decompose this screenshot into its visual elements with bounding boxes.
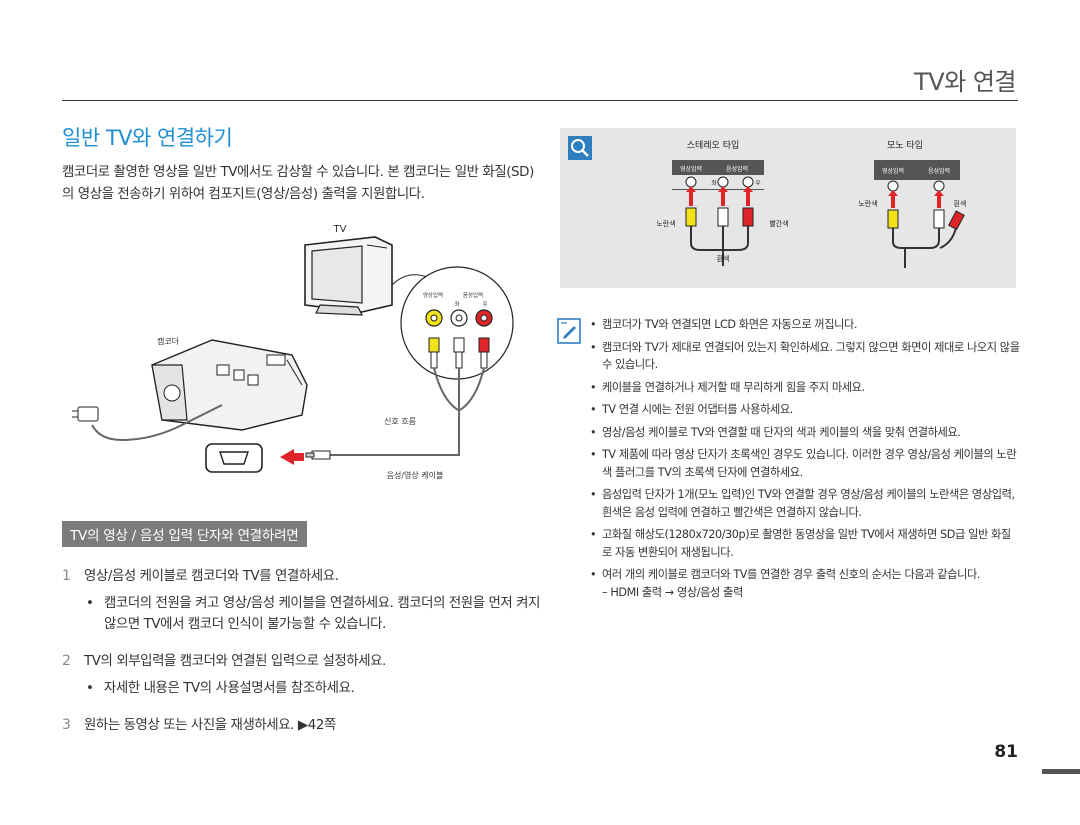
power-adapter-icon [72,406,99,422]
mono-video-label: 영상입력 [882,167,904,175]
step-text: TV의 외부입력을 캠코더와 연결된 입력으로 설정하세요. [84,654,386,669]
camcorder-label: 캠코더 [157,336,179,346]
note-item: 음성입력 단자가 1개(모노 입력)인 TV와 연결할 경우 영상/음성 케이블… [590,486,1020,521]
step-number: 1 [62,568,71,584]
camcorder-illustration [151,339,308,431]
step-text: 원하는 동영상 또는 사진을 재생하세요. ▶42쪽 [84,718,336,733]
cable-label: 음성/영상 케이블 [387,470,444,480]
note-item: 케이블을 연결하거나 제거할 때 무리하게 힘을 주지 마세요. [590,379,1020,397]
signal-flow-label: 신호 흐름 [384,417,416,426]
page-number: 81 [994,742,1018,762]
note-item: 영상/음성 케이블로 TV와 연결할 때 단자의 색과 케이블의 색을 맞춰 연… [590,424,1020,442]
step-2: 2 TV의 외부입력을 캠코더와 연결된 입력으로 설정하세요. [62,651,540,672]
chapter-title: TV와 연결 [914,68,1016,96]
port-label-audio: 음성입력 [463,291,483,299]
step-1: 1 영상/음성 케이블로 캠코더와 TV를 연결하세요. [62,566,540,587]
mono-audio-label: 음성입력 [928,167,950,175]
stereo-mono-diagram: 스테레오 타입 영상입력 음성입력 좌 우 노란색 빨간색 흰색 모노 타입 영… [568,136,967,268]
note-item: TV 연결 시에는 전원 어댑터를 사용하세요. [590,401,1020,419]
sub-heading: TV의 영상 / 음성 입력 단자와 연결하려면 [62,521,307,547]
step-number: 2 [62,653,71,669]
note-box: 스테레오 타입 영상입력 음성입력 좌 우 노란색 빨간색 흰색 모노 타입 영… [560,128,1016,288]
mono-title: 모노 타입 [887,139,923,151]
page-number-bar [1042,769,1080,774]
step-1-detail: 캠코더의 전원을 켜고 영상/음성 케이블을 연결하세요. 캠코더의 전원을 먼… [62,593,540,635]
tv-port-callout: 영상입력 음성입력 좌 우 [391,266,514,380]
notes-list: 캠코더가 TV와 연결되면 LCD 화면은 자동으로 꺼집니다. 캠코더와 TV… [590,316,1020,601]
steps-list: 1 영상/음성 케이블로 캠코더와 TV를 연결하세요. 캠코더의 전원을 켜고… [62,566,540,750]
port-label-right: 우 [482,301,487,308]
connection-diagram: TV 영상입력 음성입력 좌 우 신호 흐름 음성/영상 케이블 [72,224,514,480]
stereo-white-label: 흰색 [717,254,730,263]
stereo-title: 스테레오 타입 [687,139,740,151]
section-title: 일반 TV와 연결하기 [62,126,233,150]
magnifier-icon [568,136,592,160]
stereo-yellow-label: 노란색 [656,219,675,228]
note-item: 고화질 해상도(1280x720/30p)로 촬영한 동영상을 일반 TV에서 … [590,526,1020,561]
step-text: 영상/음성 케이블로 캠코더와 TV를 연결하세요. [84,569,339,584]
stereo-right-label: 우 [755,180,761,187]
tip-note-icon [557,318,581,344]
mono-white-label: 흰색 [954,199,967,208]
stereo-video-label: 영상입력 [680,165,702,173]
intro-paragraph: 캠코더로 촬영한 영상을 일반 TV에서도 감상할 수 있습니다. 본 캠코더는… [62,165,534,202]
step-3: 3 원하는 동영상 또는 사진을 재생하세요. ▶42쪽 [62,715,540,736]
signal-flow-arrow [280,449,304,465]
step-2-detail: 자세한 내용은 TV의 사용설명서를 참조하세요. [62,678,540,699]
step-number: 3 [62,717,71,733]
stereo-left-label: 좌 [711,179,717,187]
stereo-red-label: 빨간색 [769,219,788,228]
note-item: 캠코더가 TV와 연결되면 LCD 화면은 자동으로 꺼집니다. [590,316,1020,334]
stereo-audio-label: 음성입력 [726,165,748,173]
output-order-note: – HDMI 출력 → 영상/음성 출력 [602,585,743,599]
mono-yellow-label: 노란색 [858,199,877,208]
note-item: TV 제품에 따라 영상 단자가 초록색인 경우도 있습니다. 이러한 경우 영… [590,446,1020,481]
tv-illustration [304,236,393,316]
port-label-video: 영상입력 [423,291,443,299]
tv-label: TV [333,224,347,235]
port-label-left: 좌 [454,300,459,308]
header-rule [62,100,1018,101]
note-item: 여러 개의 케이블로 캠코더와 TV를 연결한 경우 출력 신호의 순서는 다음… [590,566,1020,584]
note-item: 캠코더와 TV가 제대로 연결되어 있는지 확인하세요. 그렇지 않으면 화면이… [590,339,1020,374]
hdmi-port-icon [205,443,263,473]
